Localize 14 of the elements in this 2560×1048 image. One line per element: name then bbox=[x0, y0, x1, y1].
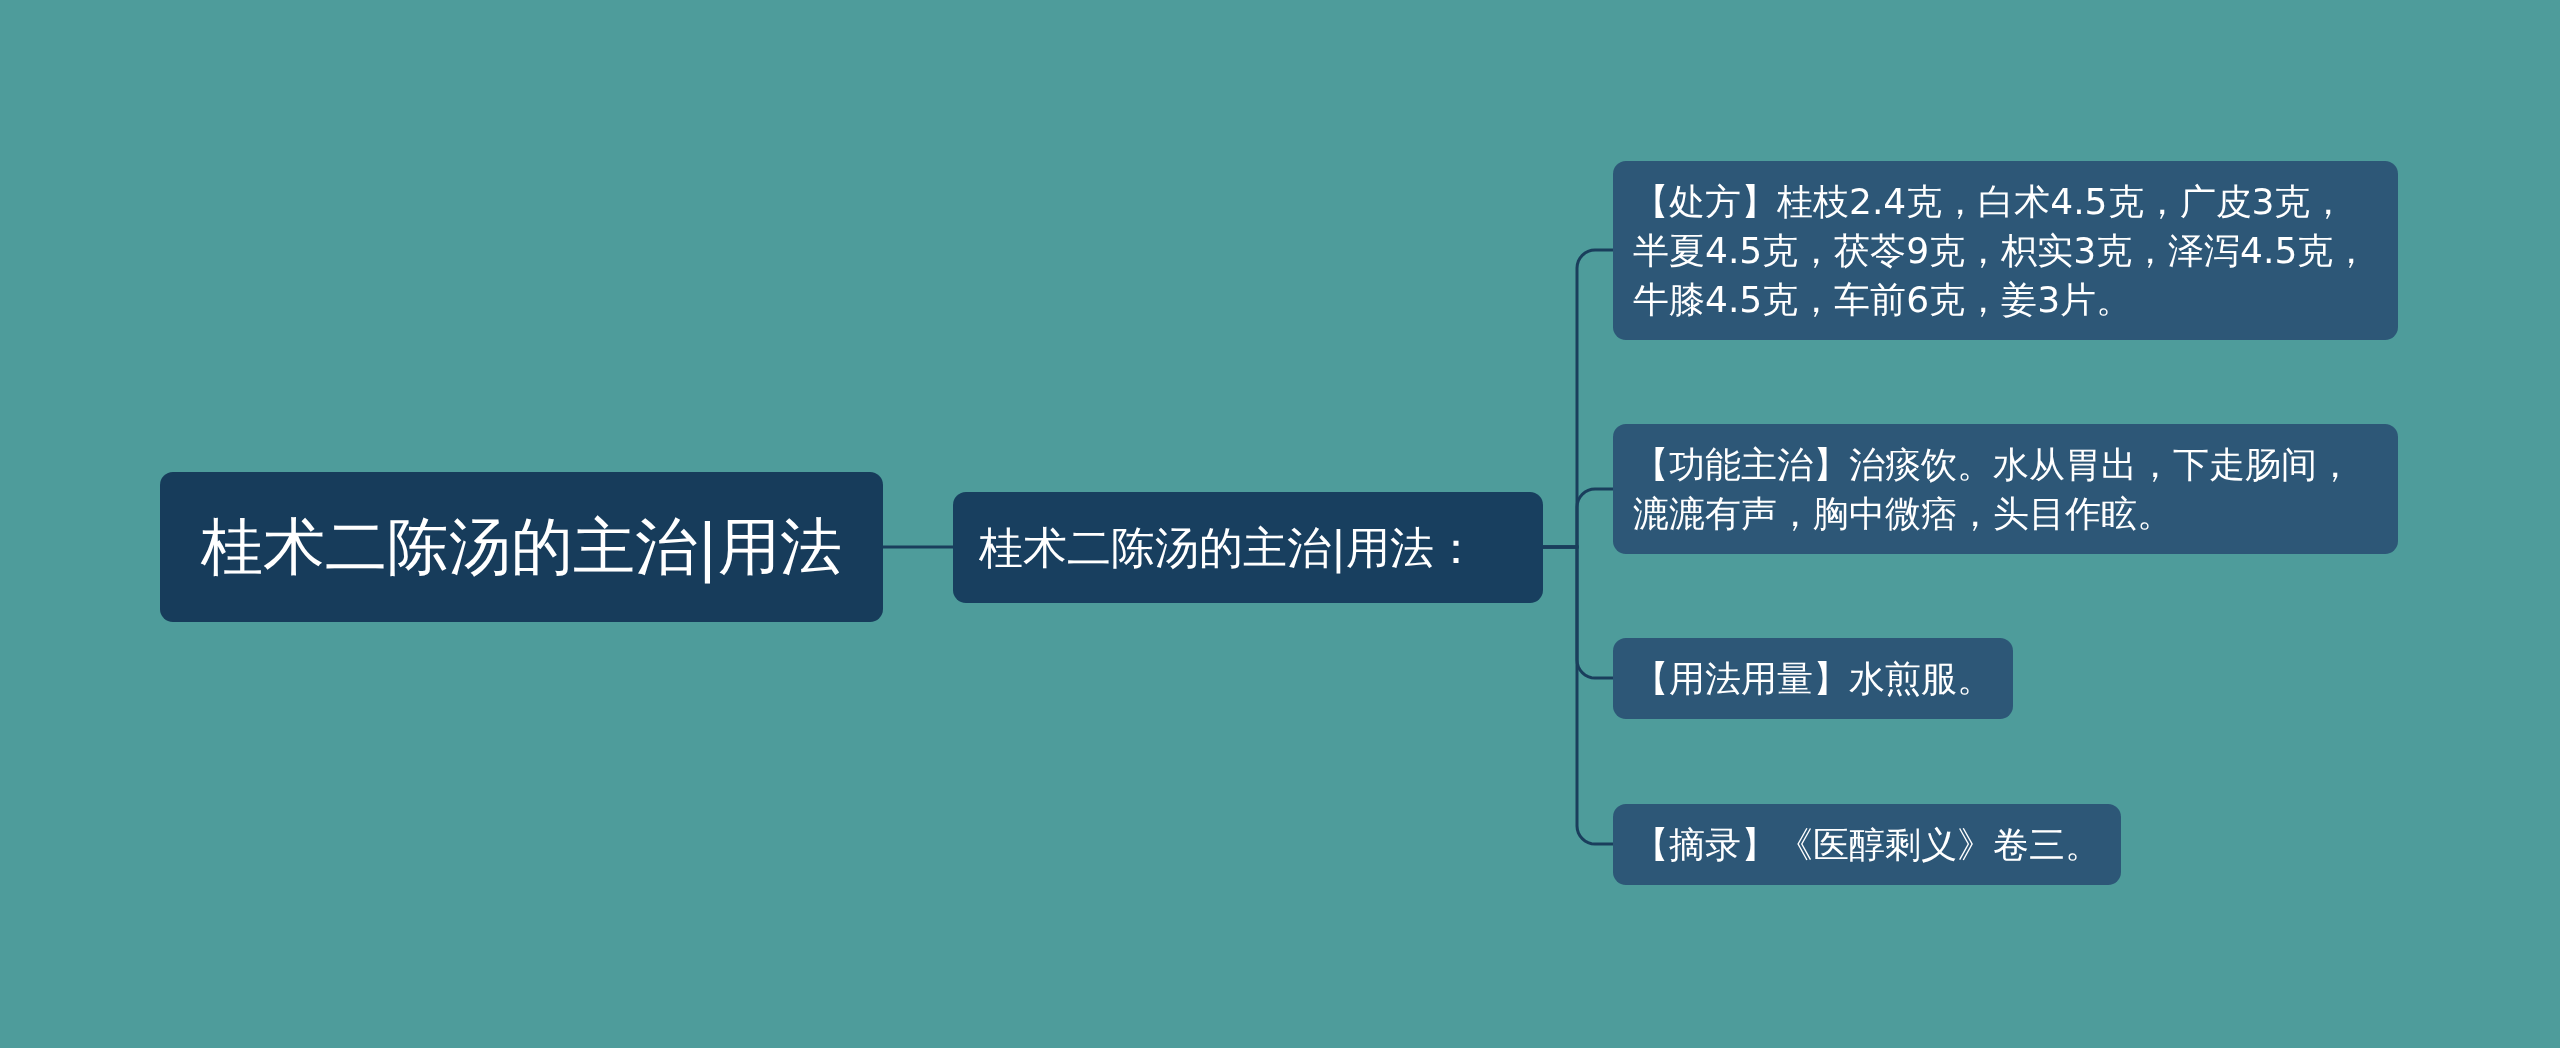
root-topic-box bbox=[160, 472, 883, 622]
topic-text: 【功能主治】治痰饮。水从胃出，下走肠间，漉漉有声，胸中微痞，头目作眩。 bbox=[1633, 443, 2354, 536]
topic-text: 桂术二陈汤的主治|用法： bbox=[979, 520, 1479, 575]
subtopic-box bbox=[1613, 424, 2398, 554]
main-topic-box bbox=[953, 491, 1543, 603]
topic-text: 【用法用量】水煎服。 bbox=[1633, 656, 1993, 701]
topic-text: 【摘录】《医醇剩义》卷三。 bbox=[1633, 822, 2101, 867]
subtopic-box bbox=[1613, 160, 2398, 340]
topic-text: 【处方】桂枝2.4克，白术4.5克，广皮3克，半夏4.5克，茯苓9克，枳实3克，泽泻4.5克，牛膝4.5克，车前6克，姜3片。 bbox=[1633, 179, 2371, 322]
connector-line bbox=[1543, 545, 1613, 846]
topic-text: 桂术二陈汤的主治|用法 bbox=[200, 509, 843, 586]
subtopic-box bbox=[1613, 803, 2121, 885]
connector-line bbox=[883, 545, 953, 549]
subtopic-box bbox=[1613, 637, 2013, 719]
